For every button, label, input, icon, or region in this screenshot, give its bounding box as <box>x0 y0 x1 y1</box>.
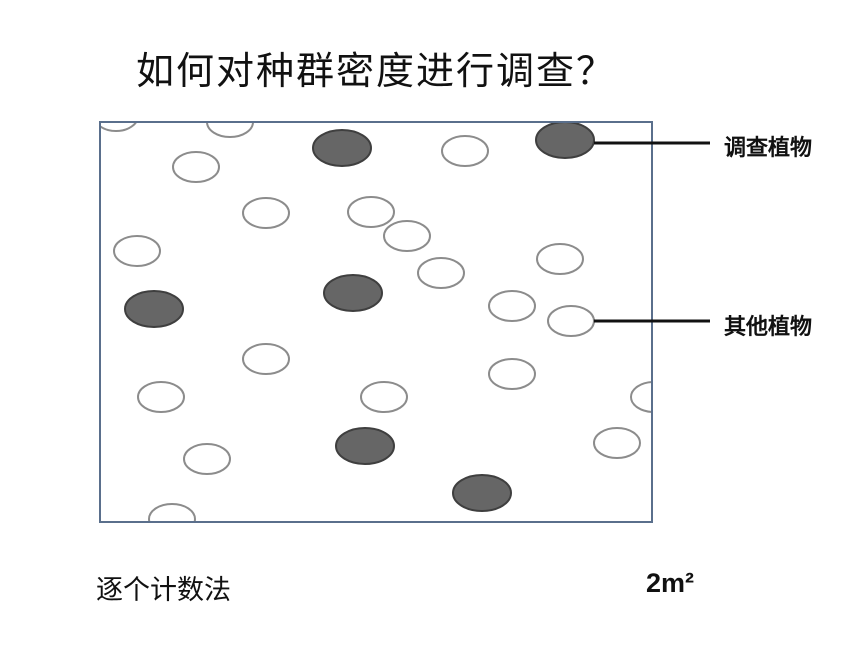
other-plant-circle <box>593 427 641 459</box>
other-plant-circle <box>100 122 138 132</box>
target-plant-label: 调查植物 <box>724 136 813 161</box>
other-plant-circle <box>536 243 584 275</box>
target-plant-circle <box>452 474 512 512</box>
other-plant-circle <box>242 197 290 229</box>
other-plant-circle <box>242 343 290 375</box>
counting-method-label: 逐个计数法 <box>96 575 231 606</box>
other-plant-label: 其他植物 <box>724 315 813 340</box>
slide-title: 如何对种群密度进行调查？ <box>136 49 617 93</box>
plant-field <box>100 122 652 522</box>
other-plant-circle <box>630 381 652 413</box>
target-plant-circle <box>124 290 184 328</box>
other-plant-circle <box>441 135 489 167</box>
other-plant-circle <box>547 305 595 337</box>
plot-area-label: 2m² <box>646 568 695 598</box>
other-plant-circle <box>488 290 536 322</box>
other-plant-circle <box>172 151 220 183</box>
other-plant-circle <box>383 220 431 252</box>
other-plant-circle <box>347 196 395 228</box>
other-plant-circle <box>183 443 231 475</box>
other-plant-circle <box>360 381 408 413</box>
other-plant-circle <box>113 235 161 267</box>
target-plant-circle <box>335 427 395 465</box>
target-plant-circle <box>323 274 383 312</box>
other-plant-circle <box>488 358 536 390</box>
other-plant-circle <box>206 122 254 138</box>
target-plant-circle <box>535 122 595 159</box>
other-plant-circle <box>417 257 465 289</box>
other-plant-circle <box>137 381 185 413</box>
other-plant-circle <box>148 503 196 522</box>
target-plant-circle <box>312 129 372 167</box>
